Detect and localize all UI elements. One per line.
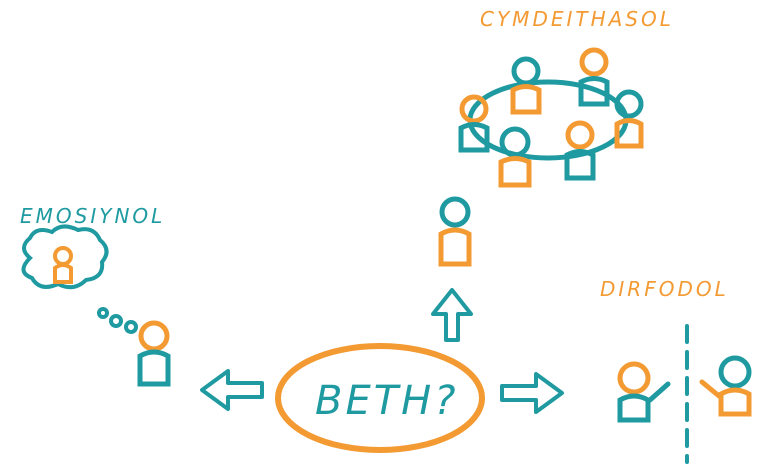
- person-icon: [699, 355, 752, 417]
- arrow-right-icon: [500, 372, 564, 414]
- label-emotional: EMOSIYNOL: [20, 204, 165, 228]
- label-physical: DIRFODOL: [600, 277, 729, 301]
- table-ellipse: [467, 79, 629, 161]
- group-table: [458, 47, 644, 188]
- person-icon: [578, 47, 610, 107]
- label-social: CYMDEITHASOL: [480, 7, 674, 31]
- thought-bubble-icon: [21, 224, 138, 334]
- center-label: BETH?: [315, 378, 458, 424]
- arrow-up-icon: [431, 288, 473, 342]
- center-ellipse: [275, 343, 485, 453]
- person-icon: [458, 94, 490, 153]
- person-icon: [498, 126, 532, 188]
- person-icon: [438, 196, 472, 267]
- person-icon: [617, 361, 671, 423]
- arrow-left-icon: [200, 369, 264, 411]
- person-icon: [137, 320, 171, 387]
- person-icon: [510, 56, 542, 115]
- person-icon: [53, 246, 73, 284]
- person-icon: [614, 89, 644, 149]
- person-icon: [564, 120, 596, 181]
